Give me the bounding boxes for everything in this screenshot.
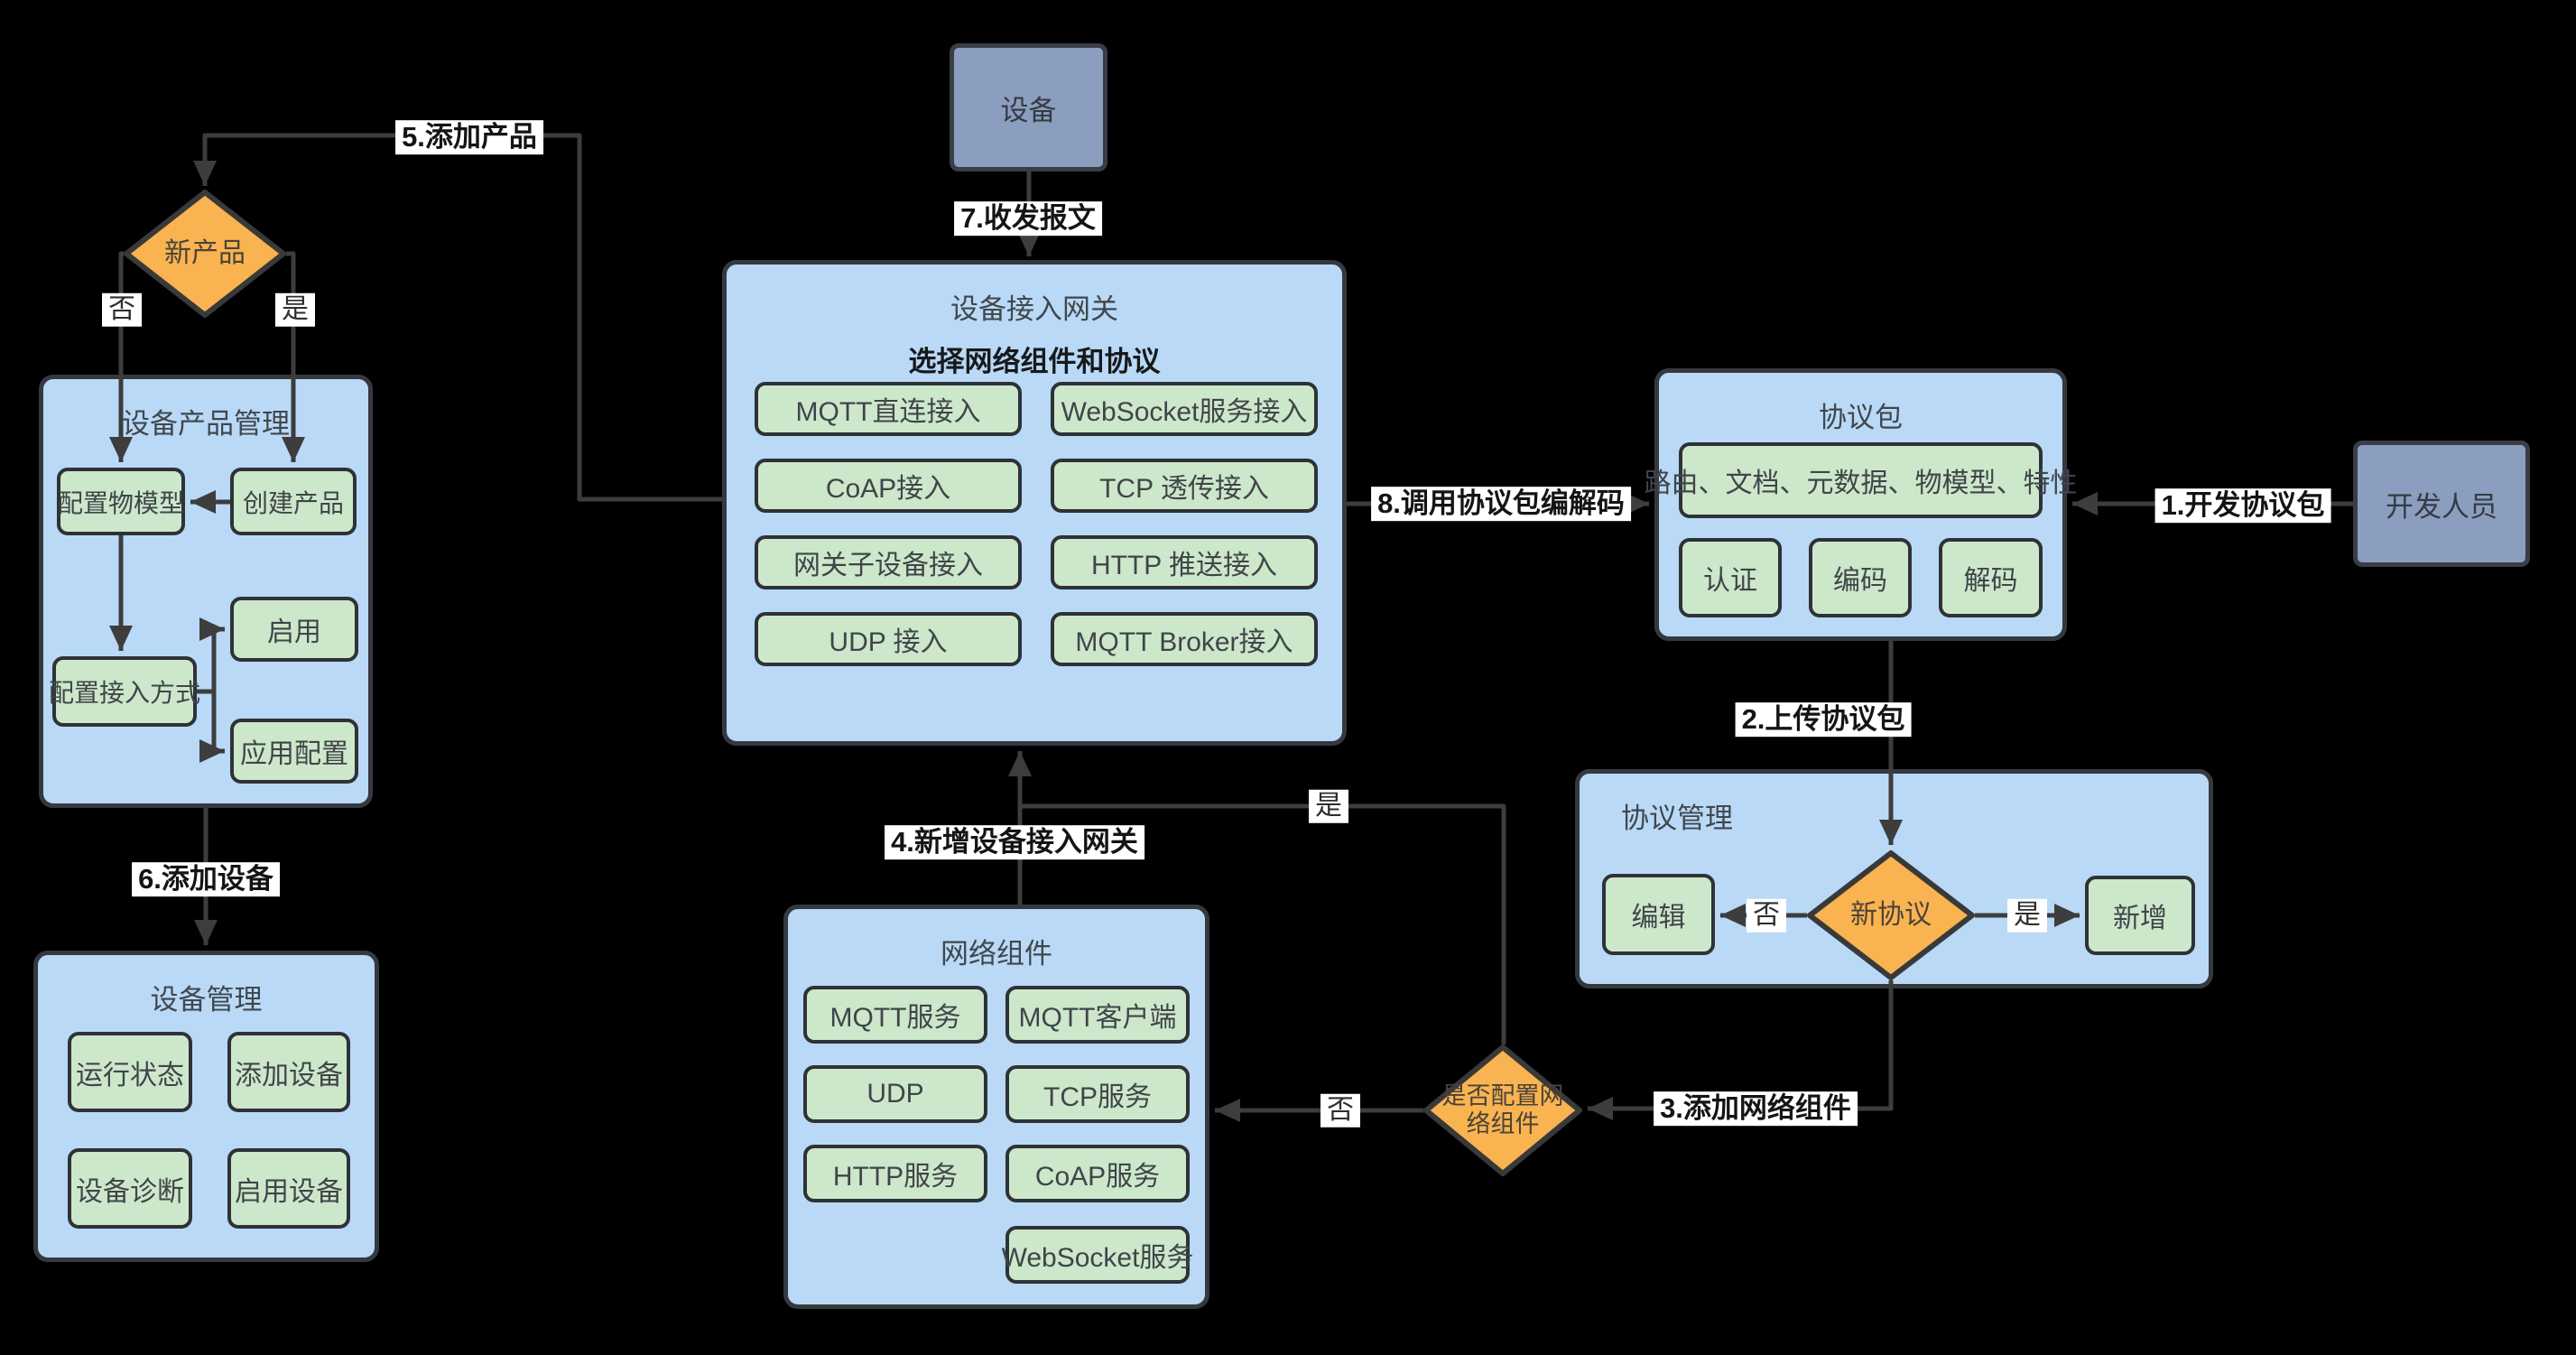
diamond-shape: [1423, 1044, 1582, 1176]
edge-label-step2: 2.上传协议包: [1735, 702, 1912, 737]
node-device-diagnosis: 设备诊断: [68, 1148, 192, 1229]
edge-label-step5: 5.添加产品: [395, 120, 543, 154]
decision-label-line2: 络组件: [1466, 1110, 1540, 1137]
node-mqtt-broker-access: MQTT Broker接入: [1051, 612, 1318, 666]
edge-label-new-product-yes: 是: [275, 292, 315, 327]
edge-label-step4: 4.新增设备接入网关: [885, 825, 1144, 859]
group-title-device-access-gateway: 设备接入网关: [950, 293, 1118, 325]
edge-label-new-protocol-yes: 是: [2007, 898, 2047, 933]
node-add-protocol: 新增: [2085, 876, 2195, 955]
node-coap-service: CoAP服务: [1005, 1145, 1190, 1202]
node-tcp-transparent-access: TCP 透传接入: [1051, 459, 1318, 513]
edge-label-step6: 6.添加设备: [132, 862, 280, 896]
decision-label-line1: 是否配置网: [1441, 1081, 1564, 1109]
group-title-device-management: 设备管理: [150, 984, 263, 1016]
edge-label-step1: 1.开发协议包: [2154, 488, 2331, 523]
node-developer: 开发人员: [2353, 441, 2530, 567]
edge-label-new-product-no: 否: [102, 292, 142, 327]
node-encode: 编码: [1809, 538, 1912, 617]
edge-label-step8: 8.调用协议包编解码: [1371, 487, 1631, 521]
decision-label: 新协议: [1850, 899, 1932, 930]
node-gateway-subdevice-access: 网关子设备接入: [755, 535, 1022, 589]
node-authentication: 认证: [1679, 538, 1782, 617]
node-config-thing-model: 配置物模型: [57, 468, 185, 535]
node-udp: UDP: [803, 1065, 987, 1123]
group-title-protocol-management: 协议管理: [1621, 803, 1733, 834]
diamond-shape: [1807, 850, 1975, 980]
decision-label: 是否配置网 络组件: [1423, 1044, 1582, 1176]
node-app-config: 应用配置: [230, 719, 358, 784]
gateway-subtitle: 选择网络组件和协议: [908, 346, 1161, 377]
node-add-device: 添加设备: [227, 1032, 350, 1112]
edge-new-protocol-to-config-network: [1588, 980, 1894, 1120]
node-enable-device: 启用设备: [227, 1148, 350, 1229]
group-title-network-components: 网络组件: [941, 938, 1052, 970]
decision-new-protocol: 新协议: [1807, 850, 1975, 980]
node-running-status: 运行状态: [68, 1032, 192, 1112]
node-http-push-access: HTTP 推送接入: [1051, 535, 1318, 589]
node-enable: 启用: [230, 597, 358, 662]
node-mqtt-service: MQTT服务: [803, 986, 987, 1044]
decision-label: 新产品: [164, 237, 246, 268]
node-edit-protocol: 编辑: [1602, 874, 1715, 955]
node-udp-access: UDP 接入: [755, 612, 1022, 666]
edge-label-step7: 7.收发报文: [954, 201, 1102, 236]
node-mqtt-client: MQTT客户端: [1005, 986, 1190, 1044]
node-config-access-mode: 配置接入方式: [49, 656, 200, 727]
node-mqtt-direct-access: MQTT直连接入: [755, 382, 1022, 436]
edge-label-config-network-no: 否: [1320, 1093, 1360, 1128]
edge-label-step3: 3.添加网络组件: [1654, 1091, 1858, 1126]
group-title-protocol-package: 协议包: [1819, 402, 1903, 433]
edge-label-config-network-yes: 是: [1309, 789, 1348, 823]
decision-config-network-component: 是否配置网 络组件: [1423, 1044, 1582, 1176]
node-http-service: HTTP服务: [803, 1145, 987, 1202]
decision-new-product: 新产品: [124, 190, 286, 318]
node-create-product: 创建产品: [230, 468, 357, 535]
node-websocket-service: WebSocket服务: [1002, 1226, 1193, 1284]
node-websocket-service-access: WebSocket服务接入: [1051, 382, 1318, 436]
node-device: 设备: [950, 43, 1107, 172]
edge-label-new-protocol-no: 否: [1747, 898, 1786, 933]
node-coap-access: CoAP接入: [755, 459, 1022, 513]
group-title-product-management: 设备产品管理: [122, 408, 290, 440]
node-route-doc-metadata: 路由、文档、元数据、物模型、特性: [1645, 442, 2078, 518]
node-decode: 解码: [1939, 538, 2043, 617]
node-tcp-service: TCP服务: [1005, 1065, 1190, 1123]
